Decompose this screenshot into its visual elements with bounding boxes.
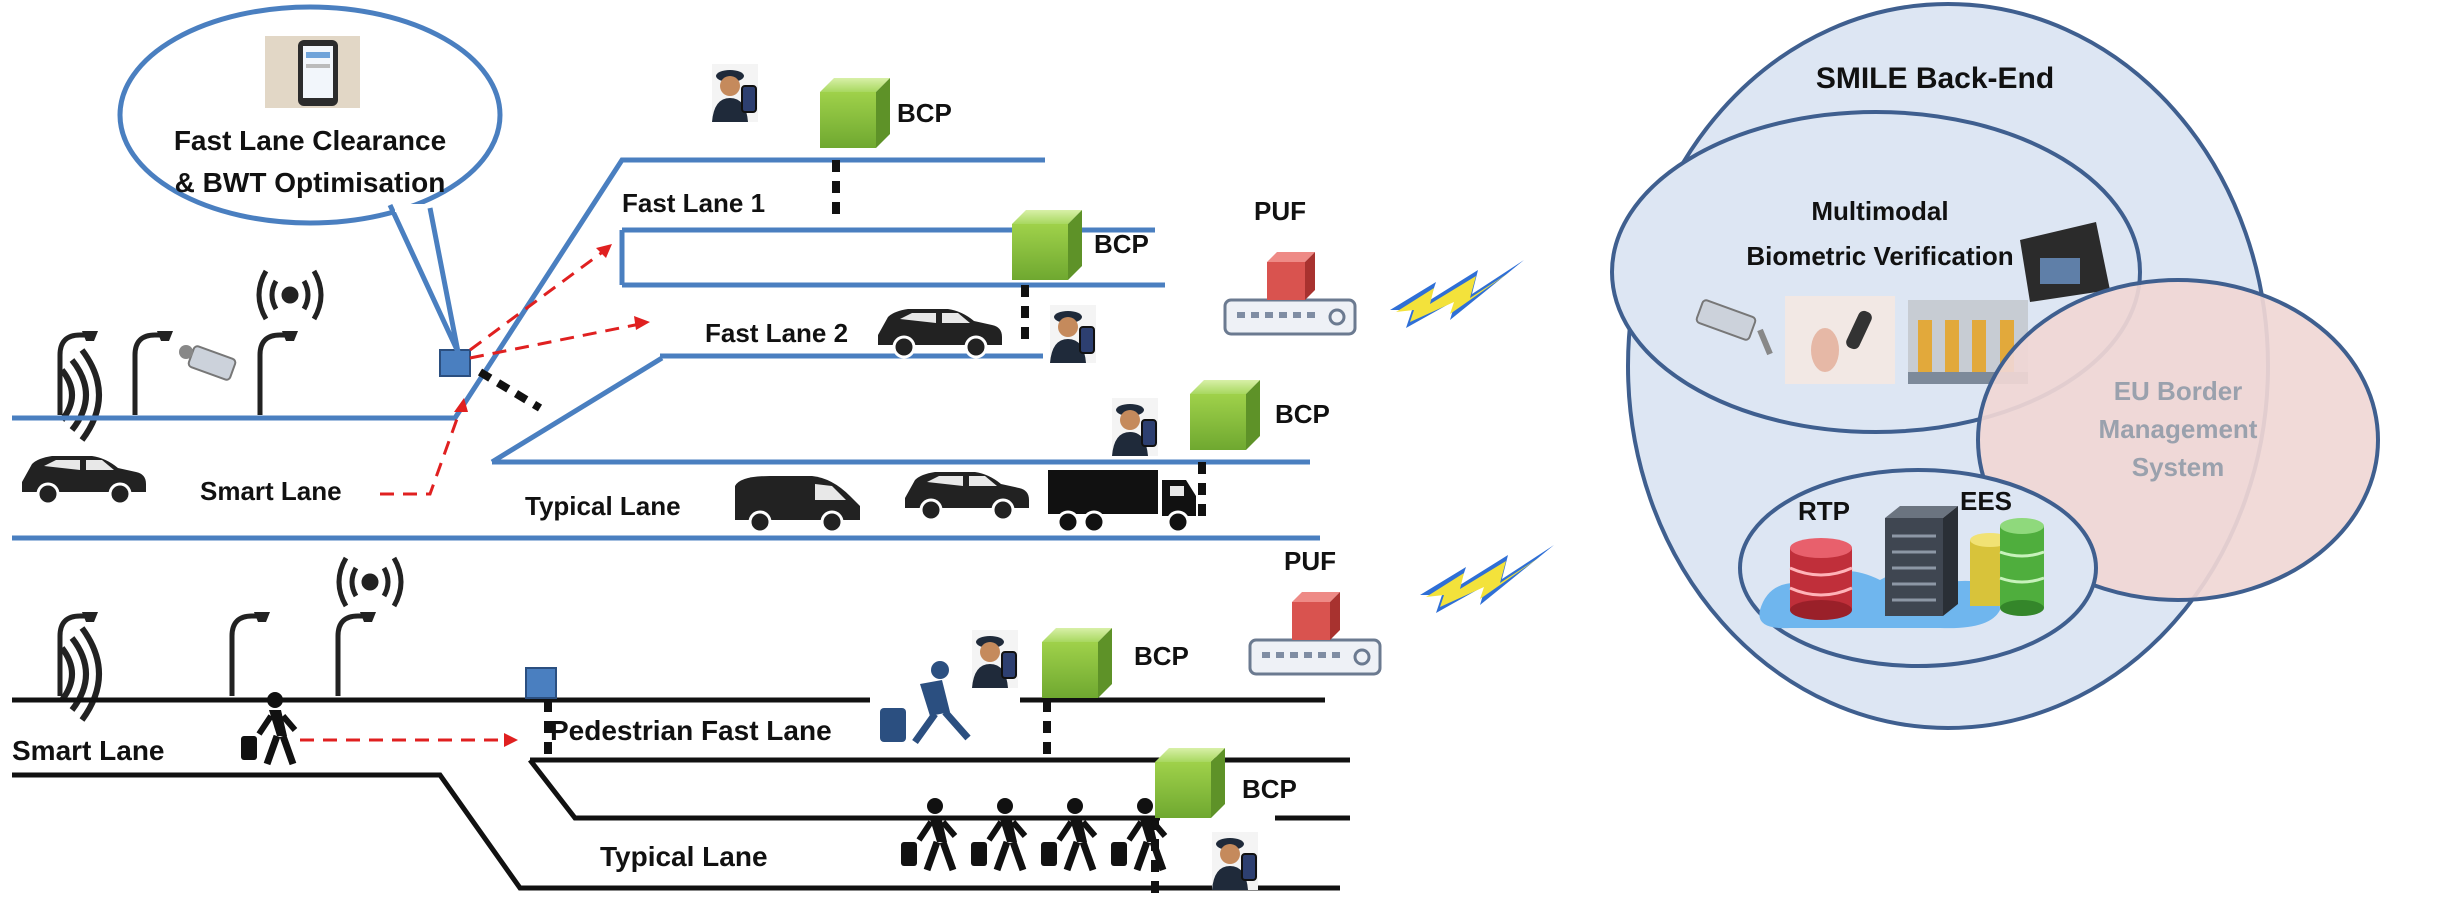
vehicle-smart-lane-label: Smart Lane xyxy=(200,476,342,506)
database-icon-rtp xyxy=(1789,538,1853,620)
biometric-title-line2: Biometric Verification xyxy=(1746,241,2013,271)
lamp-post-icon xyxy=(260,331,298,415)
database-icon-ees xyxy=(1970,518,2045,616)
pedestrian-smart-lane-label: Smart Lane xyxy=(12,735,165,766)
puf-device-icon xyxy=(1223,250,1357,336)
wifi-signal-icon xyxy=(59,626,102,722)
lamp-post-icon xyxy=(135,331,173,415)
officer-with-phone-icon xyxy=(1111,397,1159,457)
puf-label: PUF xyxy=(1284,546,1336,576)
pedestrian-fast-lane-label: Pedestrian Fast Lane xyxy=(550,715,832,746)
cctv-camera-icon xyxy=(1695,299,1773,356)
fast-lane-2-label: Fast Lane 2 xyxy=(705,318,848,348)
bcp-booth-icon xyxy=(1190,380,1260,450)
bcp-booth-icon xyxy=(1155,748,1225,818)
bcp-label: BCP xyxy=(1094,229,1149,259)
officer-with-phone-icon xyxy=(1049,304,1097,364)
bcp-booth-icon xyxy=(1042,628,1112,698)
car-icon xyxy=(903,470,1031,522)
ees-label: EES xyxy=(1960,486,2012,516)
officer-with-phone-icon xyxy=(711,63,759,123)
eu-title-line2: Management xyxy=(2099,414,2258,444)
pedestrian-lanes: Smart Lane Pedestrian Fast Lane Typical … xyxy=(12,545,1554,898)
wireless-link-icon xyxy=(1390,260,1524,328)
bcp-label: BCP xyxy=(897,98,952,128)
biometric-title-line1: Multimodal xyxy=(1811,196,1948,226)
traveller-with-luggage-icon xyxy=(241,692,295,764)
bcp-label: BCP xyxy=(1134,641,1189,671)
puf-device-icon xyxy=(1248,590,1382,676)
officer-with-phone-icon xyxy=(971,629,1019,689)
van-icon xyxy=(735,476,860,534)
truck-icon xyxy=(1048,470,1196,534)
cctv-camera-icon xyxy=(179,345,237,381)
antenna-icon xyxy=(256,269,324,321)
eu-title-line1: EU Border xyxy=(2114,376,2243,406)
traveller-running-icon xyxy=(880,661,971,745)
vehicle-lanes: Fast Lane Clearance & BWT Optimisation F… xyxy=(12,4,1524,541)
bcp-booth-icon xyxy=(820,78,890,148)
puf-label: PUF xyxy=(1254,196,1306,226)
smile-back-end: SMILE Back-End Multimodal Biometric Veri… xyxy=(1610,2,2380,730)
fingerprint-scanner-icon xyxy=(2020,222,2110,302)
traveller-with-luggage-icon xyxy=(901,798,955,870)
eu-title-line3: System xyxy=(2132,452,2225,482)
eu-border-ellipse xyxy=(1976,278,2380,602)
officer-with-phone-icon xyxy=(1211,831,1259,891)
bcp-booth-icon xyxy=(1012,210,1082,280)
car-icon xyxy=(20,454,148,506)
traveller-with-luggage-icon xyxy=(1041,798,1095,870)
server-rack-icon xyxy=(1885,506,1958,616)
pedestrian-typical-lane-label: Typical Lane xyxy=(600,841,768,872)
roadside-unit-icon xyxy=(439,349,471,377)
wifi-signal-icon xyxy=(59,348,102,442)
rtp-label: RTP xyxy=(1798,496,1850,526)
callout-bubble: Fast Lane Clearance & BWT Optimisation xyxy=(117,4,503,354)
car-icon xyxy=(876,307,1004,359)
back-end-title: SMILE Back-End xyxy=(1816,62,2054,95)
phone-in-hand-icon xyxy=(265,36,360,108)
bcp-label: BCP xyxy=(1242,774,1297,804)
traveller-with-luggage-icon xyxy=(971,798,1025,870)
roadside-unit-icon xyxy=(525,667,557,699)
fast-lane-1-label: Fast Lane 1 xyxy=(622,188,765,218)
callout-title-line2: & BWT Optimisation xyxy=(175,167,446,198)
wireless-link-icon xyxy=(1420,545,1554,613)
bcp-label: BCP xyxy=(1275,399,1330,429)
antenna-icon xyxy=(336,556,404,608)
lamp-post-icon xyxy=(232,612,270,696)
lamp-post-icon xyxy=(338,612,376,696)
callout-title-line1: Fast Lane Clearance xyxy=(174,125,446,156)
fingerprint-image-icon xyxy=(1785,296,1895,384)
vehicle-typical-lane-label: Typical Lane xyxy=(525,491,681,521)
